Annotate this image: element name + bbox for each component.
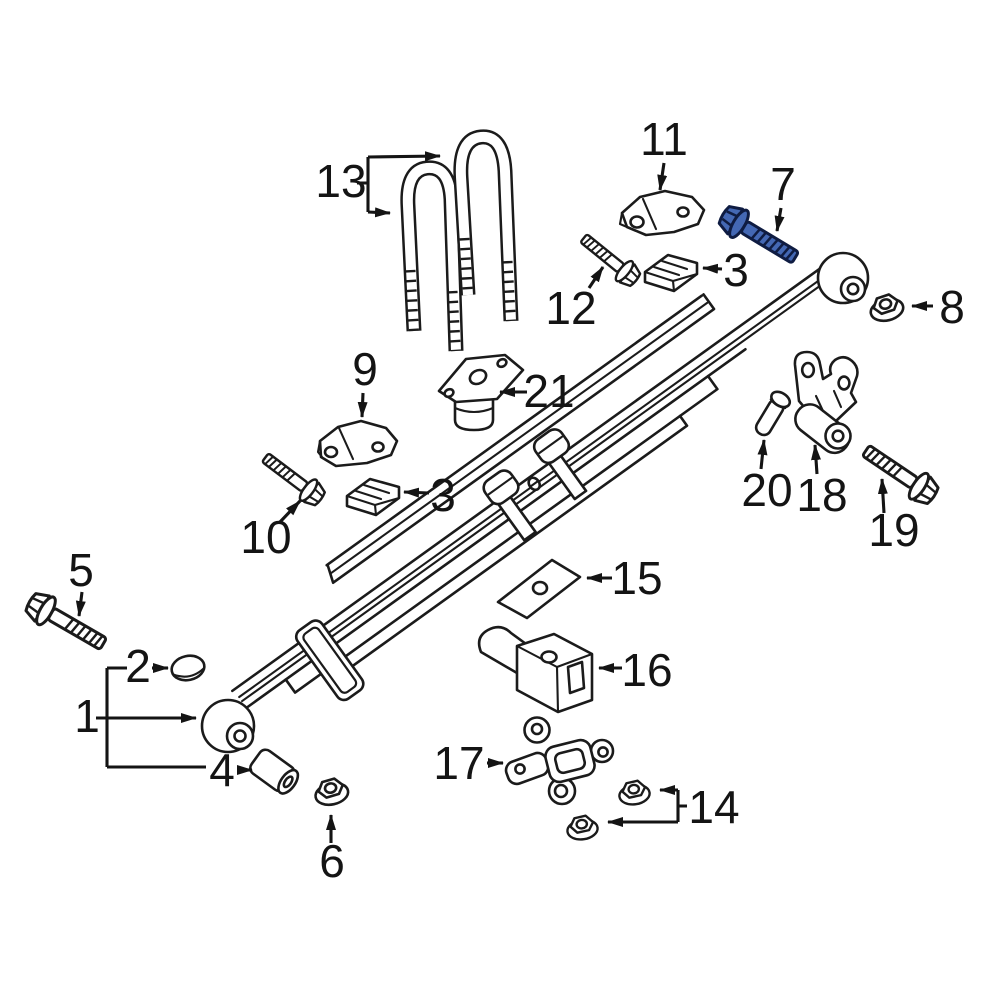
spring-clip-front (294, 619, 365, 702)
part-label-18: 18 (796, 469, 847, 521)
u-bolt-right (453, 129, 519, 322)
flange-nut-14a (616, 778, 653, 808)
part-label-19: 19 (868, 504, 919, 556)
part-label-4: 4 (209, 744, 235, 796)
flange-nut-8 (866, 290, 907, 326)
callout-10: 10 (240, 499, 302, 563)
callout-17: 17 (433, 737, 504, 789)
bracket-9 (316, 419, 399, 468)
bushing-4 (249, 748, 300, 795)
spacer-3-lower (345, 477, 401, 517)
spacer-3-upper (643, 253, 699, 293)
center-clamp-cap-1-line (487, 476, 513, 496)
part-label-17: 17 (433, 737, 484, 789)
part-label-16: 16 (621, 644, 672, 696)
callout-6: 6 (319, 814, 345, 887)
part-label-3-lower: 3 (430, 469, 456, 521)
cap-2 (170, 654, 206, 682)
bolt-7-highlighted (717, 205, 800, 264)
front-eye-bushing (200, 698, 256, 754)
callout-3-lower: 3 (403, 469, 456, 521)
part-label-11: 11 (640, 113, 688, 165)
part-label-13: 13 (315, 155, 366, 207)
bolt-10 (256, 446, 330, 511)
callout-21: 21 (499, 365, 575, 417)
callout-5: 5 (68, 544, 94, 617)
callout-16: 16 (598, 644, 673, 696)
callout-12: 12 (545, 266, 605, 334)
callout-11: 11 (640, 113, 688, 191)
part-label-20: 20 (741, 464, 792, 516)
part-label-9: 9 (352, 343, 378, 395)
part-label-12: 12 (545, 282, 596, 334)
part-label-6: 6 (319, 835, 345, 887)
part-label-2: 2 (125, 640, 151, 692)
flange-nut-6 (311, 774, 352, 809)
pin-20 (754, 390, 792, 437)
callout-8: 8 (911, 281, 965, 333)
callout-19: 19 (868, 478, 920, 556)
bolt-5 (20, 586, 113, 659)
part-label-10: 10 (240, 511, 291, 563)
callout-14: 14 (607, 781, 740, 833)
part-label-5: 5 (68, 544, 94, 596)
part-label-21: 21 (523, 365, 574, 417)
second-leaf-face-line (330, 301, 709, 575)
callout-9: 9 (352, 343, 378, 418)
bolt-12 (574, 227, 646, 292)
callout-1: 1 (74, 666, 206, 769)
block-16 (477, 625, 594, 714)
part-label-15: 15 (611, 552, 662, 604)
bolt-19 (856, 436, 944, 511)
callout-3-upper: 3 (702, 244, 749, 296)
callout-20: 20 (741, 439, 793, 516)
part-label-7: 7 (770, 158, 796, 210)
callout-15: 15 (586, 552, 663, 604)
center-bolt-hole-line (529, 479, 540, 488)
callout-18: 18 (796, 444, 848, 521)
shackle-18 (793, 350, 859, 455)
part-label-14: 14 (688, 781, 739, 833)
rear-eye-bushing (816, 251, 870, 305)
third-leaf (284, 374, 719, 694)
part-label-8: 8 (939, 281, 965, 333)
callout-2: 2 (125, 640, 169, 692)
callout-4: 4 (209, 744, 253, 796)
part-label-1: 1 (74, 690, 100, 742)
part-label-3-upper: 3 (723, 244, 749, 296)
callout-7: 7 (770, 158, 796, 232)
spring-band-fill (228, 253, 870, 736)
bracket-11 (618, 189, 706, 237)
bracket-17 (504, 716, 615, 806)
u-bolt-left (400, 160, 464, 352)
center-clamp-cap-2-line (538, 435, 564, 455)
plate-15 (496, 558, 582, 620)
flange-nut-14b (564, 813, 601, 843)
spring-clip-front-inner (302, 626, 358, 694)
callout-13: 13 (315, 151, 441, 218)
leaf-spring-assembly (228, 253, 870, 736)
second-leaf (325, 293, 716, 585)
